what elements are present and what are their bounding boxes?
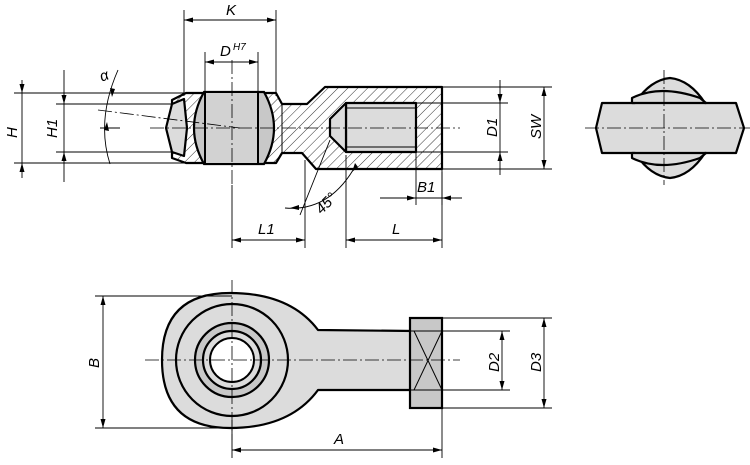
dimension-l: L	[345, 155, 443, 248]
label-d2: D2	[486, 352, 503, 372]
dimension-h: H	[4, 80, 186, 178]
end-view-ball-bottom	[630, 151, 708, 167]
drill-point	[328, 101, 348, 154]
dimension-sw: SW	[442, 86, 552, 170]
label-l: L	[392, 221, 400, 238]
dimension-a: A	[231, 408, 443, 458]
ball-left-cap	[164, 97, 189, 158]
end-view-ball	[630, 89, 708, 105]
dimension-b: B	[86, 295, 232, 429]
angle-alpha: α	[97, 67, 120, 165]
plan-view	[145, 280, 460, 440]
side-section-view	[97, 60, 460, 185]
label-45: 45°	[312, 190, 340, 218]
label-h: H	[4, 127, 21, 138]
label-h1: H1	[44, 119, 61, 138]
dimension-l1: L1	[231, 160, 306, 248]
label-k: K	[226, 2, 237, 19]
dimension-d3: D3	[442, 317, 552, 409]
dimension-d2: D2	[442, 330, 510, 391]
dimension-h1: H1	[44, 70, 172, 182]
dimension-k: K	[183, 2, 277, 96]
label-d: D	[220, 43, 231, 60]
end-view	[585, 70, 750, 185]
label-d-tolerance: H7	[233, 42, 246, 53]
dimension-d1: D1	[416, 80, 508, 175]
label-b1: B1	[417, 179, 435, 196]
label-alpha: α	[97, 67, 111, 86]
label-a: A	[333, 431, 344, 448]
label-d1: D1	[484, 118, 501, 137]
label-l1: L1	[258, 221, 275, 238]
label-sw: SW	[528, 113, 545, 139]
label-d3: D3	[528, 352, 545, 372]
label-b: B	[86, 358, 103, 368]
threaded-bore	[344, 101, 418, 154]
dimension-b1: B1	[380, 152, 462, 205]
dimension-d: D H7	[204, 42, 259, 92]
